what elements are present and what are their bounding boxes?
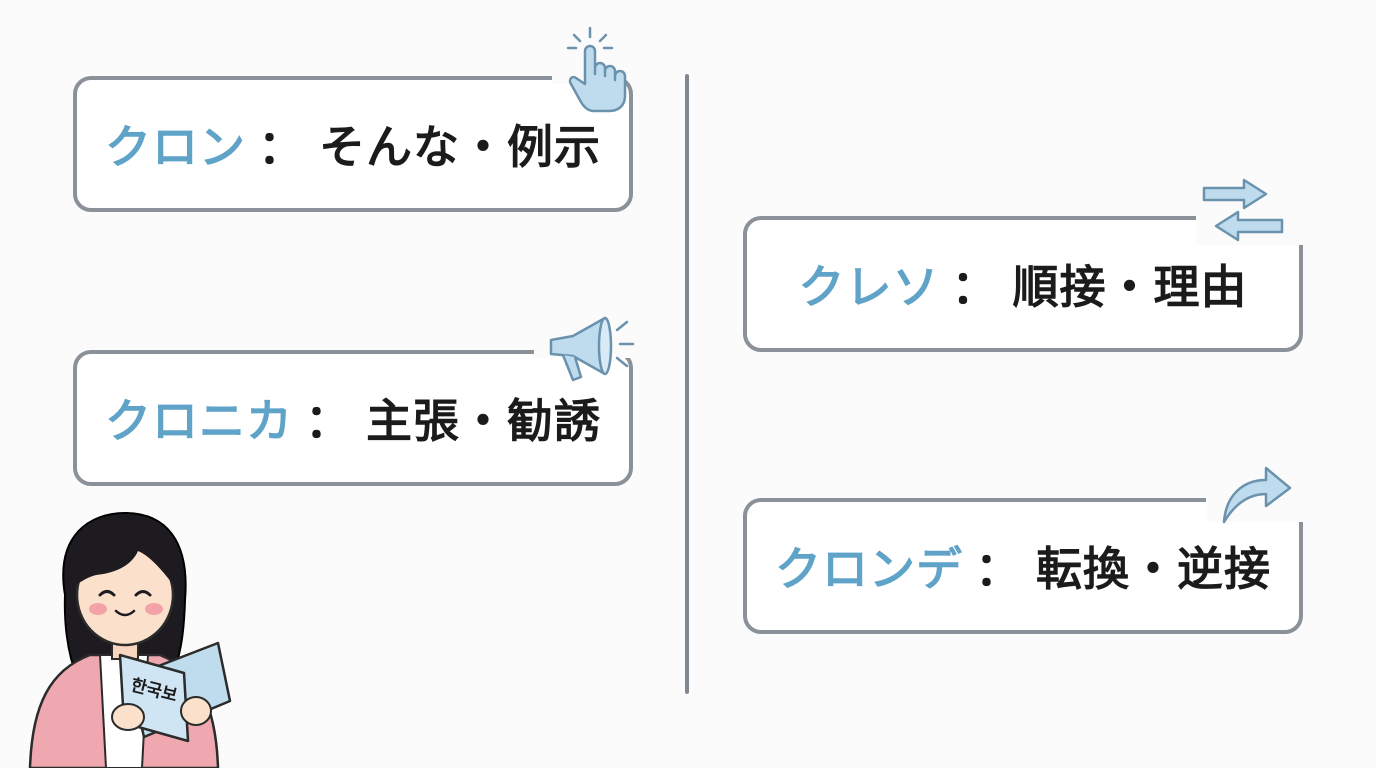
card-meaning: そんな・例示	[319, 120, 601, 174]
pointing-hand-icon	[566, 26, 627, 113]
card-term: クレソ	[798, 260, 940, 314]
card-meaning: 主張・勧誘	[366, 394, 601, 448]
card-term: クロニカ	[105, 394, 293, 448]
card-term: クロンデ	[775, 542, 963, 596]
girl-reading-illustration: 한국보	[28, 511, 232, 768]
card-meaning: 転換・逆接	[1036, 542, 1271, 596]
card-separator: ：	[305, 394, 352, 448]
card-meaning: 順接・理由	[1012, 260, 1248, 314]
card-separator: ：	[951, 260, 999, 314]
curved-arrow-icon	[1222, 466, 1292, 524]
card-term: クロン	[105, 120, 246, 174]
card-separator: ：	[258, 120, 305, 174]
megaphone-icon	[549, 316, 635, 382]
card-kuron: クロン： そんな・例示	[73, 76, 633, 212]
card-kureso: クレソ：順接・理由	[743, 216, 1303, 352]
center-divider	[685, 74, 689, 694]
exchange-arrows-icon	[1202, 178, 1284, 242]
card-kuronika: クロニカ： 主張・勧誘	[73, 350, 633, 486]
card-separator: ：	[975, 542, 1022, 596]
